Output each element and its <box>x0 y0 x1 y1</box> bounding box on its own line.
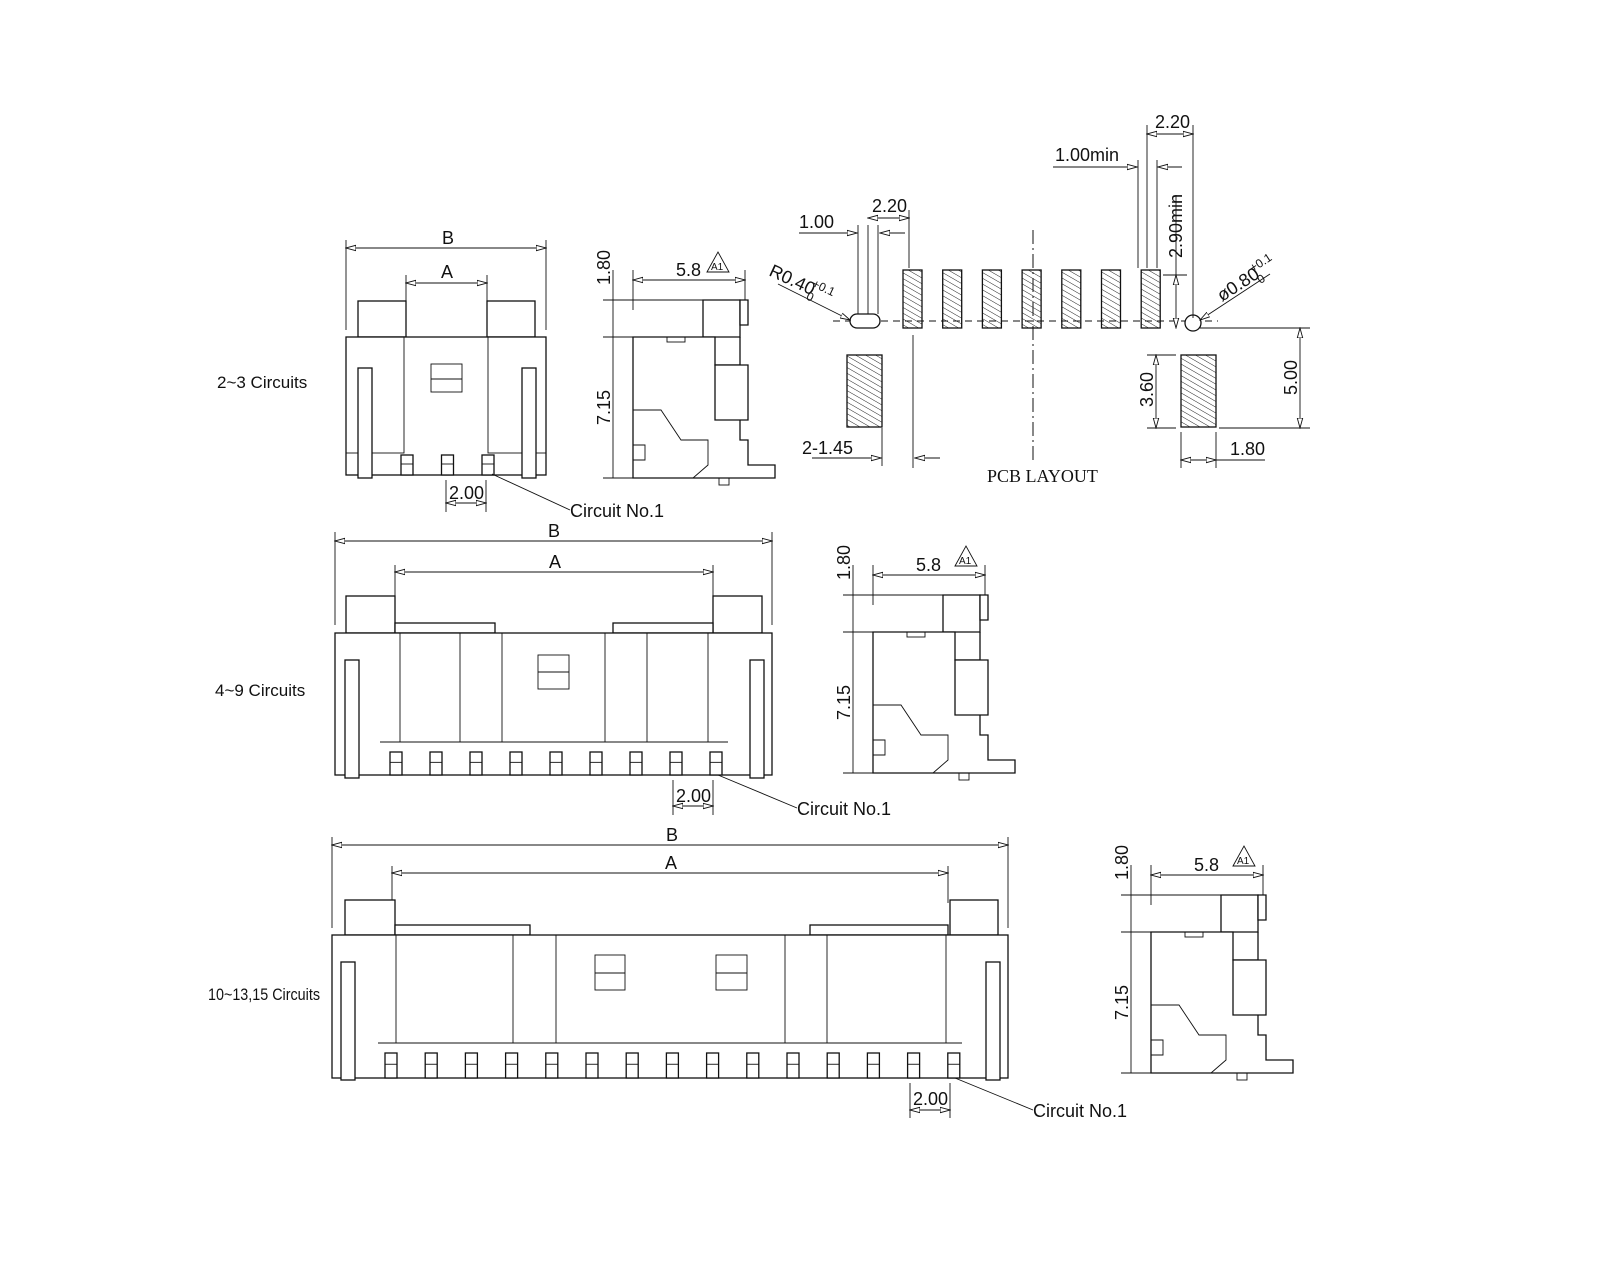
dim-height-top: 1.80 <box>594 250 614 285</box>
front-view-small: 2~3 Circuits B A 2.00 Circuit No.1 <box>217 228 664 521</box>
signal-pads <box>902 269 1161 329</box>
view-label: 10~13,15 Circuits <box>208 985 320 1004</box>
dim-row-offset: 5.00 <box>1281 360 1301 395</box>
pitch-dim: 2.00 <box>449 483 484 503</box>
view-label: 2~3 Circuits <box>217 373 307 392</box>
circuit-no1-label: Circuit No.1 <box>570 501 664 521</box>
pins-large <box>384 1052 961 1079</box>
signal-pad <box>1061 269 1082 329</box>
pin <box>384 1052 398 1079</box>
dim-height: 7.15 <box>594 390 614 425</box>
mount-pad-right <box>1180 354 1217 428</box>
pin <box>464 1052 479 1079</box>
revision-triangle: A1 <box>959 556 972 567</box>
pcb-layout: 2.20 1.00 R0.40 +0.1 0 2-1.45 PCB LAYOUT… <box>766 112 1310 486</box>
dim-height-top: 1.80 <box>834 545 854 580</box>
mount-pad-left <box>846 354 883 428</box>
pins-small <box>400 454 495 476</box>
dim-pad-length-min: 2.90min <box>1166 194 1186 258</box>
pin <box>424 1052 438 1079</box>
dim-a: A <box>549 552 561 572</box>
pcb-layout-title: PCB LAYOUT <box>987 466 1098 486</box>
dim-a: A <box>665 853 677 873</box>
revision-triangle: A1 <box>1237 856 1250 867</box>
signal-pad <box>981 269 1003 329</box>
pin <box>469 751 483 776</box>
signal-pad <box>1140 269 1161 329</box>
dim-depth: 5.8 <box>916 555 941 575</box>
dim-mount-pad-width: 2-1.45 <box>802 438 853 458</box>
pin <box>429 751 443 776</box>
pin <box>786 1052 800 1079</box>
dim-pitch-right: 2.20 <box>1155 112 1190 132</box>
dim-pitch-left: 2.20 <box>872 196 907 216</box>
pin <box>545 1052 559 1079</box>
pin <box>826 1052 840 1079</box>
dim-pad-width-min: 1.00min <box>1055 145 1119 165</box>
signal-pad <box>1021 269 1042 329</box>
pin <box>746 1052 760 1079</box>
pin <box>509 751 523 776</box>
pin <box>866 1052 881 1079</box>
pitch-dim: 2.00 <box>913 1089 948 1109</box>
pin <box>440 454 455 476</box>
signal-pad <box>1100 269 1122 329</box>
pin <box>481 454 495 476</box>
pin <box>585 1052 599 1079</box>
dim-height: 7.15 <box>1112 985 1132 1020</box>
signal-pad <box>942 269 963 329</box>
dim-mount-pad-length: 3.60 <box>1137 372 1157 407</box>
dim-slot-width: 1.00 <box>799 212 834 232</box>
side-view-large: 1.80 7.15 5.8 A1 <box>1112 845 1293 1080</box>
pin <box>589 751 603 776</box>
circuit-no1-label: Circuit No.1 <box>1033 1101 1127 1121</box>
pitch-dim: 2.00 <box>676 786 711 806</box>
side-view-small: 1.80 7.15 5.8 A1 <box>594 250 775 485</box>
pin <box>389 751 403 776</box>
pin <box>669 751 683 776</box>
signal-pad <box>902 269 923 329</box>
view-label: 4~9 Circuits <box>215 681 305 700</box>
pin <box>665 1052 680 1079</box>
pin <box>549 751 563 776</box>
svg-text:+0.1: +0.1 <box>1247 250 1275 275</box>
side-view-medium: 1.80 7.15 5.8 A1 <box>834 545 1015 780</box>
dim-a: A <box>441 262 453 282</box>
dim-depth: 5.8 <box>676 260 701 280</box>
pin <box>504 1052 519 1079</box>
pin <box>629 751 643 776</box>
dim-b: B <box>442 228 454 248</box>
dim-height: 7.15 <box>834 685 854 720</box>
pin <box>705 1052 720 1079</box>
pins-medium <box>389 751 723 776</box>
dim-depth: 5.8 <box>1194 855 1219 875</box>
front-view-large: 10~13,15 Circuits B A 2.00 Circuit No.1 <box>208 825 1127 1121</box>
dim-b: B <box>548 521 560 541</box>
pin <box>709 751 723 776</box>
hole-dia-label: ø0.80 +0.1 0 <box>1213 250 1275 305</box>
dim-b: B <box>666 825 678 845</box>
dim-mount-pad-width-right: 1.80 <box>1230 439 1265 459</box>
revision-triangle: A1 <box>711 262 724 273</box>
pin <box>625 1052 639 1079</box>
pin <box>400 454 414 476</box>
front-view-medium: 4~9 Circuits B A 2.00 Circuit No.1 <box>215 521 891 819</box>
pin <box>906 1052 921 1079</box>
pin <box>947 1052 961 1079</box>
circuit-no1-label: Circuit No.1 <box>797 799 891 819</box>
locating-slot <box>849 313 881 329</box>
dim-height-top: 1.80 <box>1112 845 1132 880</box>
slot-radius-label: R0.40 +0.1 0 <box>766 260 837 304</box>
